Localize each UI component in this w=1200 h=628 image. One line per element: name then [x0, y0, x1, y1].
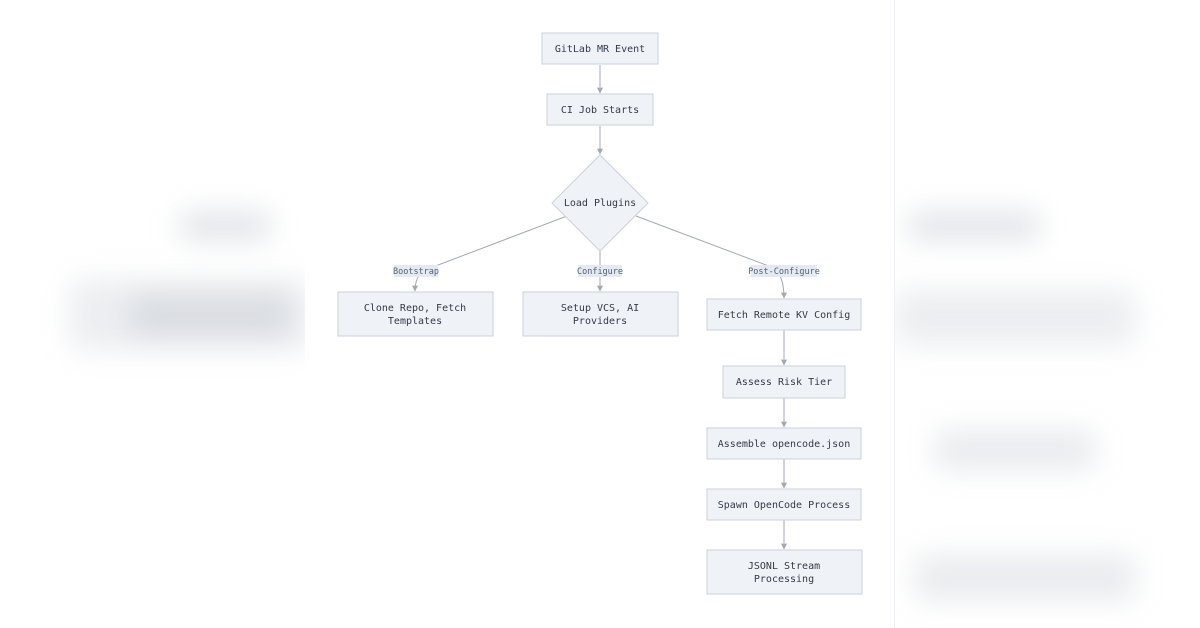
node-jsonl-stream-line1: JSONL Stream: [748, 561, 820, 572]
node-ci-job-starts-label: CI Job Starts: [561, 105, 639, 116]
node-assemble-opencode-json-label: Assemble opencode.json: [718, 439, 850, 450]
node-ci-job-starts: CI Job Starts: [546, 93, 654, 126]
edge-bootstrap: [412, 215, 568, 292]
edge-label-post-configure: Post-Configure: [748, 265, 820, 277]
node-fetch-remote-kv-config: Fetch Remote KV Config: [706, 298, 862, 331]
node-setup-vcs-line2: Providers: [573, 316, 627, 327]
node-jsonl-stream-line2: Processing: [754, 574, 814, 585]
node-clone-repo-line2: Templates: [388, 316, 442, 327]
edge-post-configure: [635, 215, 787, 299]
blurred-background-right: [894, 0, 1200, 628]
edge-label-configure-text: Configure: [577, 267, 623, 277]
node-setup-vcs-line1: Setup VCS, AI: [561, 303, 639, 314]
node-setup-vcs: Setup VCS, AI Providers: [522, 291, 679, 337]
node-spawn-opencode-process-label: Spawn OpenCode Process: [718, 500, 850, 511]
edge-label-configure: Configure: [577, 265, 623, 277]
edge-label-bootstrap: Bootstrap: [393, 265, 439, 277]
node-assess-risk-tier: Assess Risk Tier: [722, 365, 846, 399]
edge-label-bootstrap-text: Bootstrap: [393, 267, 439, 277]
node-fetch-remote-kv-config-label: Fetch Remote KV Config: [718, 310, 850, 321]
edge-label-post-configure-text: Post-Configure: [748, 267, 820, 277]
flowchart: Bootstrap Configure Post-Configure GitLa…: [337, 32, 863, 595]
node-spawn-opencode-process: Spawn OpenCode Process: [706, 488, 862, 521]
node-clone-repo-line1: Clone Repo, Fetch: [364, 303, 466, 314]
node-load-plugins-label: Load Plugins: [564, 198, 636, 209]
flowchart-panel: Bootstrap Configure Post-Configure GitLa…: [305, 0, 894, 628]
node-jsonl-stream-processing: JSONL Stream Processing: [706, 549, 863, 595]
node-assemble-opencode-json: Assemble opencode.json: [706, 427, 862, 460]
blurred-background-left: [0, 0, 305, 628]
node-load-plugins-decision: Load Plugins: [551, 154, 649, 252]
node-clone-repo: Clone Repo, Fetch Templates: [337, 291, 494, 337]
node-gitlab-mr-event: GitLab MR Event: [541, 32, 659, 65]
node-gitlab-mr-event-label: GitLab MR Event: [555, 44, 645, 55]
node-assess-risk-tier-label: Assess Risk Tier: [736, 377, 832, 388]
